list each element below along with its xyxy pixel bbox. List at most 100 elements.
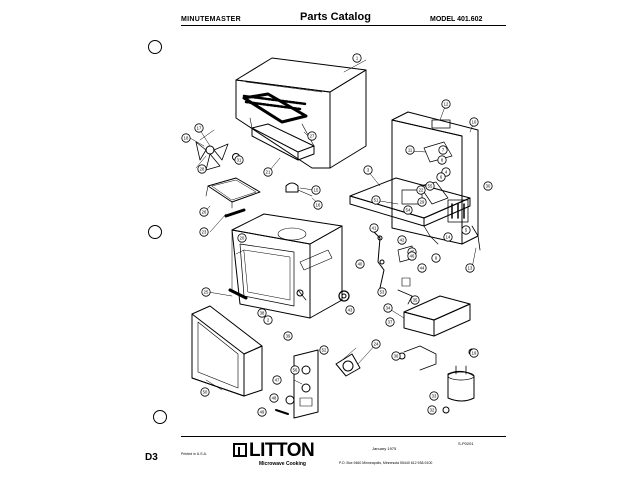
callout-3: 3 — [363, 165, 373, 175]
callout-31: 31 — [234, 155, 244, 165]
callout-55: 55 — [425, 181, 435, 191]
callout-43: 43 — [345, 305, 355, 315]
callout-label: 26 — [202, 210, 207, 215]
transformer-diagram — [403, 295, 471, 337]
callout-38: 38 — [257, 308, 267, 318]
control-panel-diagram — [275, 349, 319, 419]
callout-46: 46 — [407, 251, 417, 261]
callout-9: 9 — [431, 253, 441, 263]
callout-label: 53 — [380, 290, 385, 295]
callout-label: 30 — [486, 184, 491, 189]
footer-rule — [181, 436, 506, 437]
callout-49: 49 — [257, 407, 267, 417]
callout-label: 55 — [428, 184, 433, 189]
callout-36: 36 — [391, 351, 401, 361]
catalog-title: Parts Catalog — [300, 11, 371, 23]
callout-label: 37 — [388, 320, 393, 325]
callout-label: 25 — [204, 290, 209, 295]
callout-label: 56 — [293, 368, 298, 373]
callout-label: 4 — [445, 170, 448, 175]
capacitor-diagram — [398, 345, 476, 414]
callout-label: 12 — [444, 102, 449, 107]
callout-label: 14 — [446, 235, 451, 240]
callout-18: 18 — [181, 133, 191, 143]
callout-20: 20 — [237, 233, 247, 243]
litton-logo-icon — [233, 443, 247, 457]
cabinet-wrapper-diagram — [235, 57, 367, 169]
callout-label: 48 — [272, 396, 277, 401]
callout-1: 1 — [352, 53, 362, 63]
callout-label: 27 — [310, 134, 315, 139]
callout-6: 6 — [436, 172, 446, 182]
callout-48: 48 — [269, 393, 279, 403]
callout-label: 43 — [348, 308, 353, 313]
callout-label: 47 — [275, 378, 280, 383]
callout-23: 23 — [199, 227, 209, 237]
callout-label: 8 — [441, 158, 444, 163]
callout-50: 50 — [200, 387, 210, 397]
callout-25: 25 — [201, 287, 211, 297]
printed-in-usa: Printed in U.S.A. — [181, 452, 207, 456]
callout-5: 5 — [461, 225, 471, 235]
callout-8: 8 — [437, 155, 447, 165]
catalog-date: January 1975 — [372, 446, 397, 451]
callout-51: 51 — [371, 195, 381, 205]
callout-54: 54 — [403, 205, 413, 215]
callout-21: 21 — [263, 167, 273, 177]
filter-plate-diagram — [205, 177, 261, 218]
interlock-switch-diagram — [371, 229, 415, 305]
callout-label: 21 — [266, 170, 271, 175]
callout-label: 36 — [394, 354, 399, 359]
callout-16: 16 — [313, 200, 323, 210]
callout-label: 32 — [430, 408, 435, 413]
callout-label: 15 — [314, 188, 319, 193]
callout-label: 9 — [435, 256, 438, 261]
callout-label: 35 — [413, 298, 418, 303]
callout-13: 13 — [465, 263, 475, 273]
callout-label: 54 — [406, 208, 411, 213]
page-number: D3 — [145, 452, 158, 463]
callout-label: 2 — [267, 318, 270, 323]
callout-52: 52 — [319, 345, 329, 355]
callout-14: 14 — [443, 232, 453, 242]
callout-32: 32 — [427, 405, 437, 415]
callout-label: 11 — [408, 148, 413, 153]
callout-11: 11 — [405, 145, 415, 155]
callout-26: 26 — [199, 207, 209, 217]
back-panel-diagram — [391, 111, 479, 245]
callout-53: 53 — [377, 287, 387, 297]
callout-41: 41 — [369, 223, 379, 233]
callout-label: 22 — [419, 188, 424, 193]
callout-47: 47 — [272, 375, 282, 385]
company-address: P.O. Box 9460 Minneapolis, Minnesota 554… — [339, 461, 433, 465]
callout-label: 42 — [400, 238, 405, 243]
callout-label: 1 — [356, 56, 359, 61]
callout-label: 50 — [203, 390, 208, 395]
callout-label: 24 — [374, 342, 379, 347]
callout-12: 12 — [441, 99, 451, 109]
callout-30: 30 — [483, 181, 493, 191]
callout-label: 44 — [420, 266, 425, 271]
callout-44: 44 — [417, 263, 427, 273]
callout-2: 2 — [263, 315, 273, 325]
callout-19: 19 — [469, 348, 479, 358]
callout-17: 17 — [194, 123, 204, 133]
callout-label: 33 — [432, 394, 437, 399]
callout-label: 41 — [372, 226, 377, 231]
callout-label: 49 — [260, 410, 265, 415]
callout-label: 17 — [197, 126, 202, 131]
callout-label: 16 — [316, 203, 321, 208]
callout-label: 46 — [410, 254, 415, 259]
callout-label: 28 — [200, 167, 205, 172]
door-diagram — [191, 305, 263, 397]
header-rule — [181, 25, 506, 26]
brand-name: LITTON — [249, 440, 315, 461]
callout-label: 10 — [472, 120, 477, 125]
callout-42: 42 — [397, 235, 407, 245]
callout-39: 39 — [283, 331, 293, 341]
callout-40: 40 — [355, 259, 365, 269]
callout-7: 7 — [438, 145, 448, 155]
callout-label: 52 — [322, 348, 327, 353]
